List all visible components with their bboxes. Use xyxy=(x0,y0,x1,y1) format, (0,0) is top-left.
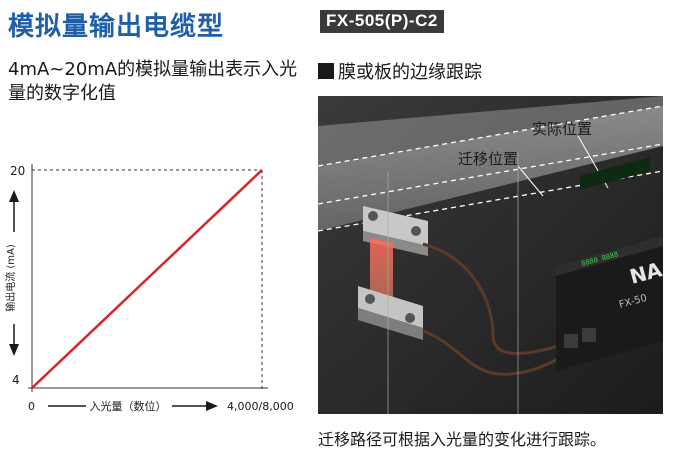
caption: 迁移路径可根据入光量的变化进行跟踪。 xyxy=(318,430,607,449)
description: 4mA~20mA的模拟量输出表示入光量的数字化值 xyxy=(8,59,298,104)
xlabel: 入光量（数位） xyxy=(90,399,167,413)
xtick-label-0: 0 xyxy=(28,400,35,413)
label-actual-position: 实际位置 xyxy=(532,120,592,138)
ytick-label-4: 4 xyxy=(12,373,20,387)
xlabel-arrow-head xyxy=(206,401,218,411)
square-bullet-icon xyxy=(318,63,334,79)
data-line xyxy=(31,169,263,389)
model-tag: FX-505(P)-C2 xyxy=(320,10,444,33)
fiber-cable-lower xyxy=(422,329,569,376)
section-heading-text: 膜或板的边缘跟踪 xyxy=(338,62,482,83)
edge-tracking-photo: 实际位置 迁移位置 8888 8888 NA xyxy=(318,96,663,414)
section-heading: 膜或板的边缘跟踪 xyxy=(318,58,482,84)
upper-sensor-head xyxy=(363,206,428,256)
xtick-label-max: 4,000/8,000 xyxy=(227,400,294,413)
analog-output-chart: 20 4 输出电流 (mA) 0 4,000/8,000 入光量（数位） xyxy=(4,164,294,413)
fiber-cable-upper xyxy=(422,242,559,355)
ylabel-arrow-up-head xyxy=(9,190,19,202)
lower-sensor-head xyxy=(358,286,423,340)
ylabel-arrow-down-head xyxy=(9,344,19,356)
ylabel: 输出电流 (mA) xyxy=(4,244,17,312)
film-sheet xyxy=(318,106,663,231)
page-title: 模拟量输出电缆型 xyxy=(8,12,225,42)
label-shift-position: 迁移位置 xyxy=(458,150,518,168)
dashed-edge-line xyxy=(318,105,663,167)
ytick-label-20: 20 xyxy=(10,164,25,178)
light-beam xyxy=(370,238,393,301)
